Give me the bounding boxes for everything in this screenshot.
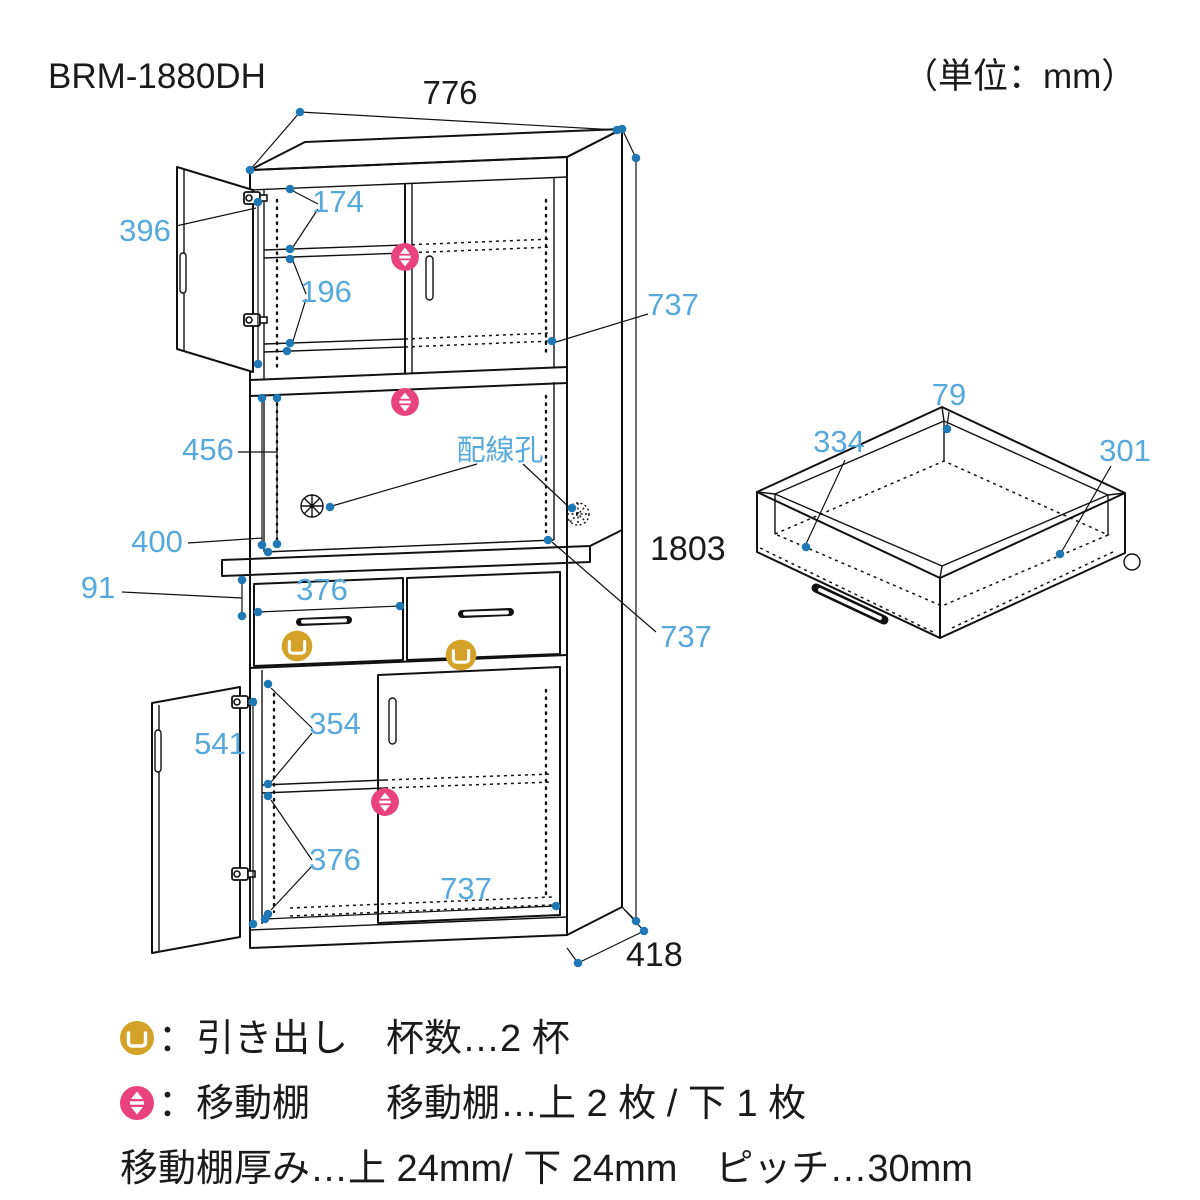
lower-top-rail xyxy=(249,654,568,669)
dim-lower-inner-width: 737 xyxy=(440,871,492,906)
dim-drawer-depth: 301 xyxy=(1099,433,1151,468)
drawer-dim-leaders xyxy=(805,411,1112,552)
dim-upper-inner-width: 737 xyxy=(647,287,699,322)
upper-door-panel xyxy=(176,166,254,373)
lower-doors xyxy=(151,666,561,954)
dim-upper-gap-1: 174 xyxy=(312,184,364,219)
drawer-right-face xyxy=(939,492,1126,639)
legend-shelf-text: ：移動棚 移動棚…上 2 枚 / 下 1 枚 xyxy=(158,1083,806,1125)
under-top-rail xyxy=(249,176,568,191)
lower-open-door xyxy=(151,686,241,954)
drawer-roller-icon xyxy=(1123,553,1141,571)
dimension-lines xyxy=(121,111,657,964)
dim-middle-front-height: 400 xyxy=(131,524,183,559)
movable-shelf-icon xyxy=(391,243,419,271)
drawer-icon xyxy=(280,629,314,663)
dim-lower-door-height: 541 xyxy=(194,726,246,761)
lower-shelf xyxy=(261,779,386,794)
upper-door-handle xyxy=(179,252,187,294)
main-cabinet-view: 776 1803 418 396 174 196 737 456 配線孔 400… xyxy=(81,74,726,974)
upper-sliding-door xyxy=(404,183,434,375)
legend-note-text: 移動棚厚み…上 24mm/ 下 24mm ピッチ…30mm xyxy=(120,1148,973,1190)
lower-right-door xyxy=(377,666,561,924)
dim-middle-back-height: 456 xyxy=(182,432,234,467)
legend-drawer-text: ：引き出し 杯数…2 杯 xyxy=(158,1018,570,1060)
counter-slab xyxy=(221,529,623,577)
model-number: BRM-1880DH xyxy=(48,57,266,96)
right-drawer-handle-inner xyxy=(463,610,509,616)
upper-open-door xyxy=(176,166,254,373)
dim-drawer-width: 334 xyxy=(813,424,865,459)
unit-note: （単位：mm） xyxy=(903,57,1136,96)
legend: ：引き出し 杯数…2 杯 ：移動棚 移動棚…上 2 枚 / 下 1 枚 移動棚厚… xyxy=(118,1018,973,1190)
right-drawer-front xyxy=(406,571,561,661)
drawer-bottom-panel xyxy=(773,460,1110,607)
left-drawer-front xyxy=(253,577,404,667)
drawer-icon xyxy=(444,638,478,672)
drawer-rail-hidden-line xyxy=(951,550,1116,629)
upper-shelf-1-hidden xyxy=(404,238,553,254)
dim-counter-inner-width: 737 xyxy=(660,619,712,654)
front-frame xyxy=(249,156,568,949)
dim-drawer-inner-width: 376 xyxy=(296,572,348,607)
wiring-holes xyxy=(300,494,590,526)
left-drawer-handle-inner xyxy=(301,618,347,624)
hinge-icon xyxy=(231,867,256,881)
dim-lower-gap-2: 376 xyxy=(309,842,361,877)
lower-right-door-handle xyxy=(388,697,397,745)
counter-top xyxy=(221,529,623,577)
legend-row-drawer: ：引き出し 杯数…2 杯 xyxy=(118,1018,570,1060)
movable-shelf-icon xyxy=(391,388,419,416)
drawer-fronts xyxy=(253,571,561,667)
dim-overall-height: 1803 xyxy=(650,530,726,568)
sliding-door-handle xyxy=(425,255,434,301)
upper-shelf-1 xyxy=(263,244,406,259)
right-side-panel xyxy=(566,128,623,936)
lower-bottom-hidden xyxy=(289,896,553,917)
cabinet-structure xyxy=(249,128,623,949)
dim-overall-depth: 418 xyxy=(626,936,683,974)
dimension-dots xyxy=(237,107,649,968)
upper-shelf-2-hidden xyxy=(404,332,553,348)
counter-back-edge xyxy=(263,539,555,553)
drawer-detail-view: 79 334 301 xyxy=(756,377,1151,639)
drawer-rim-thickness xyxy=(756,406,1126,579)
drawer-icon xyxy=(118,1019,156,1057)
dim-lower-gap-1: 354 xyxy=(309,706,361,741)
dim-overall-width: 776 xyxy=(422,74,477,111)
up-down-arrows-icon xyxy=(120,1086,154,1120)
movable-shelf-icon xyxy=(371,788,399,816)
drawer-pull-handle-inner xyxy=(818,588,882,620)
wiring-hole-label: 配線孔 xyxy=(456,434,543,467)
dim-drawer-inner-height: 91 xyxy=(81,570,115,605)
legend-row-shelf: ：移動棚 移動棚…上 2 枚 / 下 1 枚 xyxy=(120,1083,806,1125)
dim-upper-door-height: 396 xyxy=(119,213,171,248)
base-panel xyxy=(249,916,568,931)
lower-open-door-handle xyxy=(154,729,162,773)
dim-upper-gap-2: 196 xyxy=(300,274,352,309)
wiring-hole-icon-hidden xyxy=(566,502,590,526)
wiring-hole-icon xyxy=(300,494,324,518)
dim-drawer-height: 79 xyxy=(932,377,966,412)
lower-shelf-hidden xyxy=(384,773,553,789)
drawer-front-hidden-line xyxy=(759,547,936,634)
